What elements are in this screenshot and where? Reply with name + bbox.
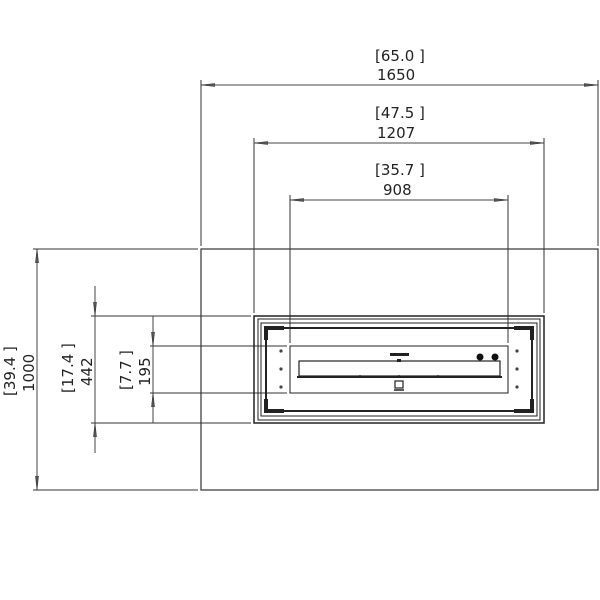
label-enclosure-width-mm: 1207 [377, 124, 415, 142]
label-overall-depth-inches: [39.4 [1, 357, 19, 396]
label-burner-width-mm: 908 [383, 181, 412, 199]
extension-lines-horizontal [200, 80, 599, 343]
label-burner-depth-mm: 195 [136, 357, 154, 386]
horizontal-labels: [65.0 ] 1650 [47.5 ] 1207 [35.7 ] 908 [375, 47, 425, 199]
label-burner-depth-inches: [7.7 [117, 360, 135, 390]
label-overall-width-inches: [65.0 [375, 47, 414, 65]
bracket-close: ] [419, 104, 425, 122]
label-enclosure-depth-mm: 442 [78, 357, 96, 386]
logo-mark-icon [390, 353, 409, 356]
burner-plate [289, 345, 509, 394]
bracket-close: ] [1, 346, 19, 352]
extension-lines-vertical [33, 248, 287, 491]
bracket-close: ] [59, 343, 77, 349]
bracket-close: ] [419, 47, 425, 65]
label-overall-width-mm: 1650 [377, 66, 415, 84]
dimension-lines-vertical [37, 249, 153, 490]
dimension-lines-horizontal [201, 85, 598, 200]
bracket-close: ] [117, 350, 135, 356]
mounting-holes [279, 349, 519, 389]
label-burner-width-inches: [35.7 [375, 161, 414, 179]
label-enclosure-width-inches: [47.5 [375, 104, 414, 122]
bracket-close: ] [419, 161, 425, 179]
burner-enclosure [253, 315, 545, 424]
table-outline [200, 248, 599, 491]
label-enclosure-depth-inches: [17.4 [59, 354, 77, 393]
label-overall-depth-mm: 1000 [20, 354, 38, 392]
sensor-icon [394, 380, 404, 389]
vertical-labels: [39.4 ] 1000 [17.4 ] 442 [7.7 ] 195 [1, 343, 154, 396]
control-knob-icon [491, 353, 499, 361]
control-knob-icon [476, 353, 484, 361]
